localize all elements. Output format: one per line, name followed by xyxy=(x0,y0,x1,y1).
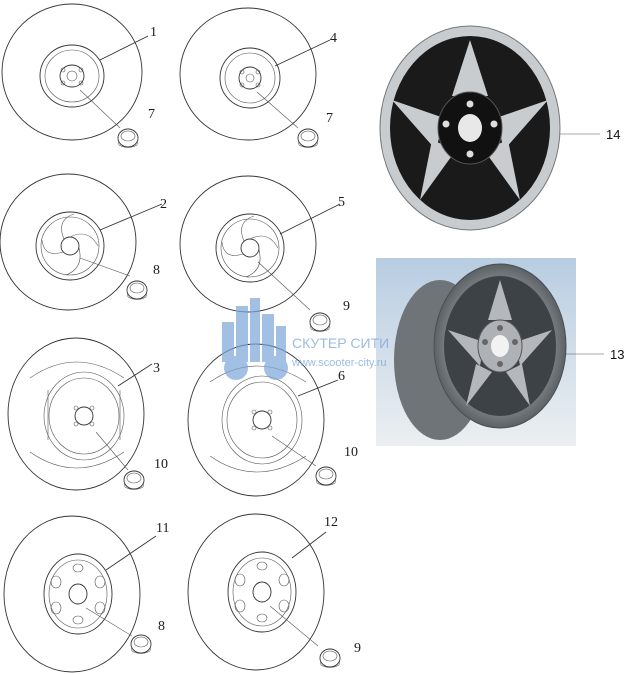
cap-nut-7a xyxy=(117,128,139,148)
cap-nut-10a xyxy=(123,470,145,490)
cap-nut-9a xyxy=(309,312,331,332)
wheel-5 xyxy=(179,175,341,313)
watermark-url: www.scooter-city.ru xyxy=(291,357,387,369)
wheel-11 xyxy=(3,515,157,673)
callout-8a: 8 xyxy=(153,263,160,278)
callout-14: 14 xyxy=(606,127,620,142)
cap-nut-8a xyxy=(126,280,148,300)
callout-7a: 7 xyxy=(148,107,155,122)
callout-10a: 10 xyxy=(154,457,168,472)
callout-3: 3 xyxy=(153,361,160,376)
cap-nut-10b xyxy=(315,466,337,486)
callout-4: 4 xyxy=(330,31,337,46)
watermark-brand: СКУТЕР СИТИ xyxy=(292,335,389,351)
callout-8b: 8 xyxy=(158,619,165,634)
wheel-12 xyxy=(187,513,327,671)
rim-photo-13 xyxy=(376,258,604,446)
callout-5: 5 xyxy=(338,195,345,210)
callout-13: 13 xyxy=(610,347,624,362)
rim-photo-14 xyxy=(379,25,600,231)
wheel-2 xyxy=(0,173,163,311)
callout-6: 6 xyxy=(338,369,345,384)
cap-nut-9b xyxy=(319,648,341,668)
wheel-6 xyxy=(187,343,339,497)
watermark-logo xyxy=(222,298,288,380)
callout-10b: 10 xyxy=(344,445,358,460)
callout-1: 1 xyxy=(150,25,157,40)
wheel-4 xyxy=(179,7,331,141)
wheel-1 xyxy=(1,3,149,141)
callout-9b: 9 xyxy=(354,641,361,656)
cap-nut-7b xyxy=(297,128,319,148)
cap-nut-8b xyxy=(130,634,152,654)
wheel-3 xyxy=(7,337,153,491)
callout-7b: 7 xyxy=(326,111,333,126)
callout-9a: 9 xyxy=(343,299,350,314)
callout-11: 11 xyxy=(156,521,169,536)
callout-2: 2 xyxy=(160,197,167,212)
callout-12: 12 xyxy=(324,515,338,530)
